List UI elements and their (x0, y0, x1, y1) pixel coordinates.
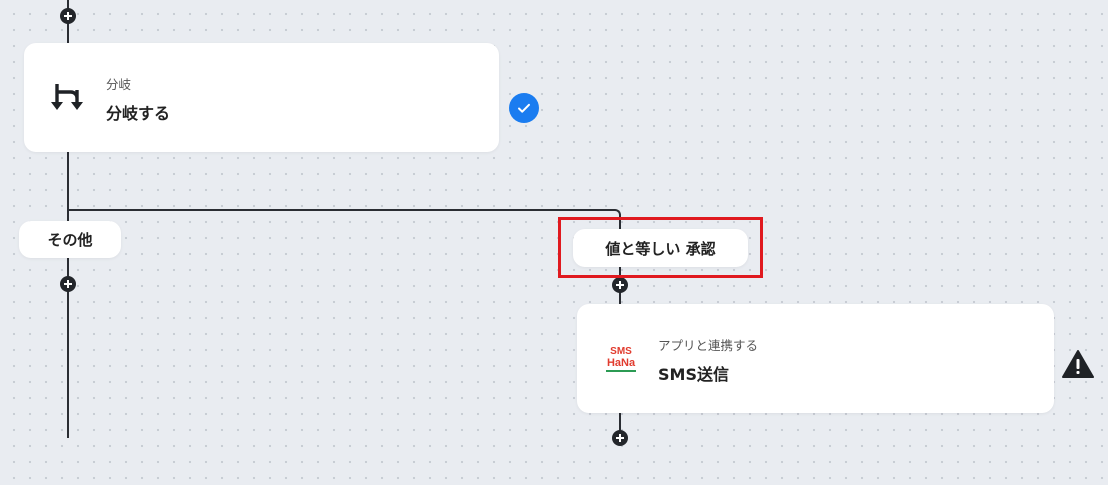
connector-right-bottom (619, 412, 621, 438)
connector-left-branch (67, 150, 69, 438)
sms-node-category: アプリと連携する (658, 338, 759, 353)
check-circle-icon (509, 93, 539, 123)
connector-branch-corner (609, 209, 621, 221)
sms-node-title: SMS送信 (658, 365, 729, 384)
branch-label-other[interactable]: その他 (19, 221, 121, 258)
sms-node-card[interactable]: SMS HaNa アプリと連携する SMS送信 (577, 304, 1054, 413)
branch-icon (50, 80, 84, 118)
branch-node-card[interactable]: 分岐 分岐する (24, 43, 499, 152)
add-step-button-condition[interactable] (612, 277, 628, 293)
branch-label-condition[interactable]: 値と等しい 承認 (573, 229, 748, 267)
add-step-button-bottom[interactable] (612, 430, 628, 446)
branch-node-category: 分岐 (106, 77, 132, 92)
selection-highlight (558, 217, 763, 278)
add-step-button-top[interactable] (60, 8, 76, 24)
connector-branch-split (67, 209, 615, 211)
branch-node-title: 分岐する (106, 104, 171, 123)
warning-icon (1062, 349, 1094, 383)
sms-hana-logo: SMS HaNa (601, 339, 641, 379)
add-step-button-other[interactable] (60, 276, 76, 292)
